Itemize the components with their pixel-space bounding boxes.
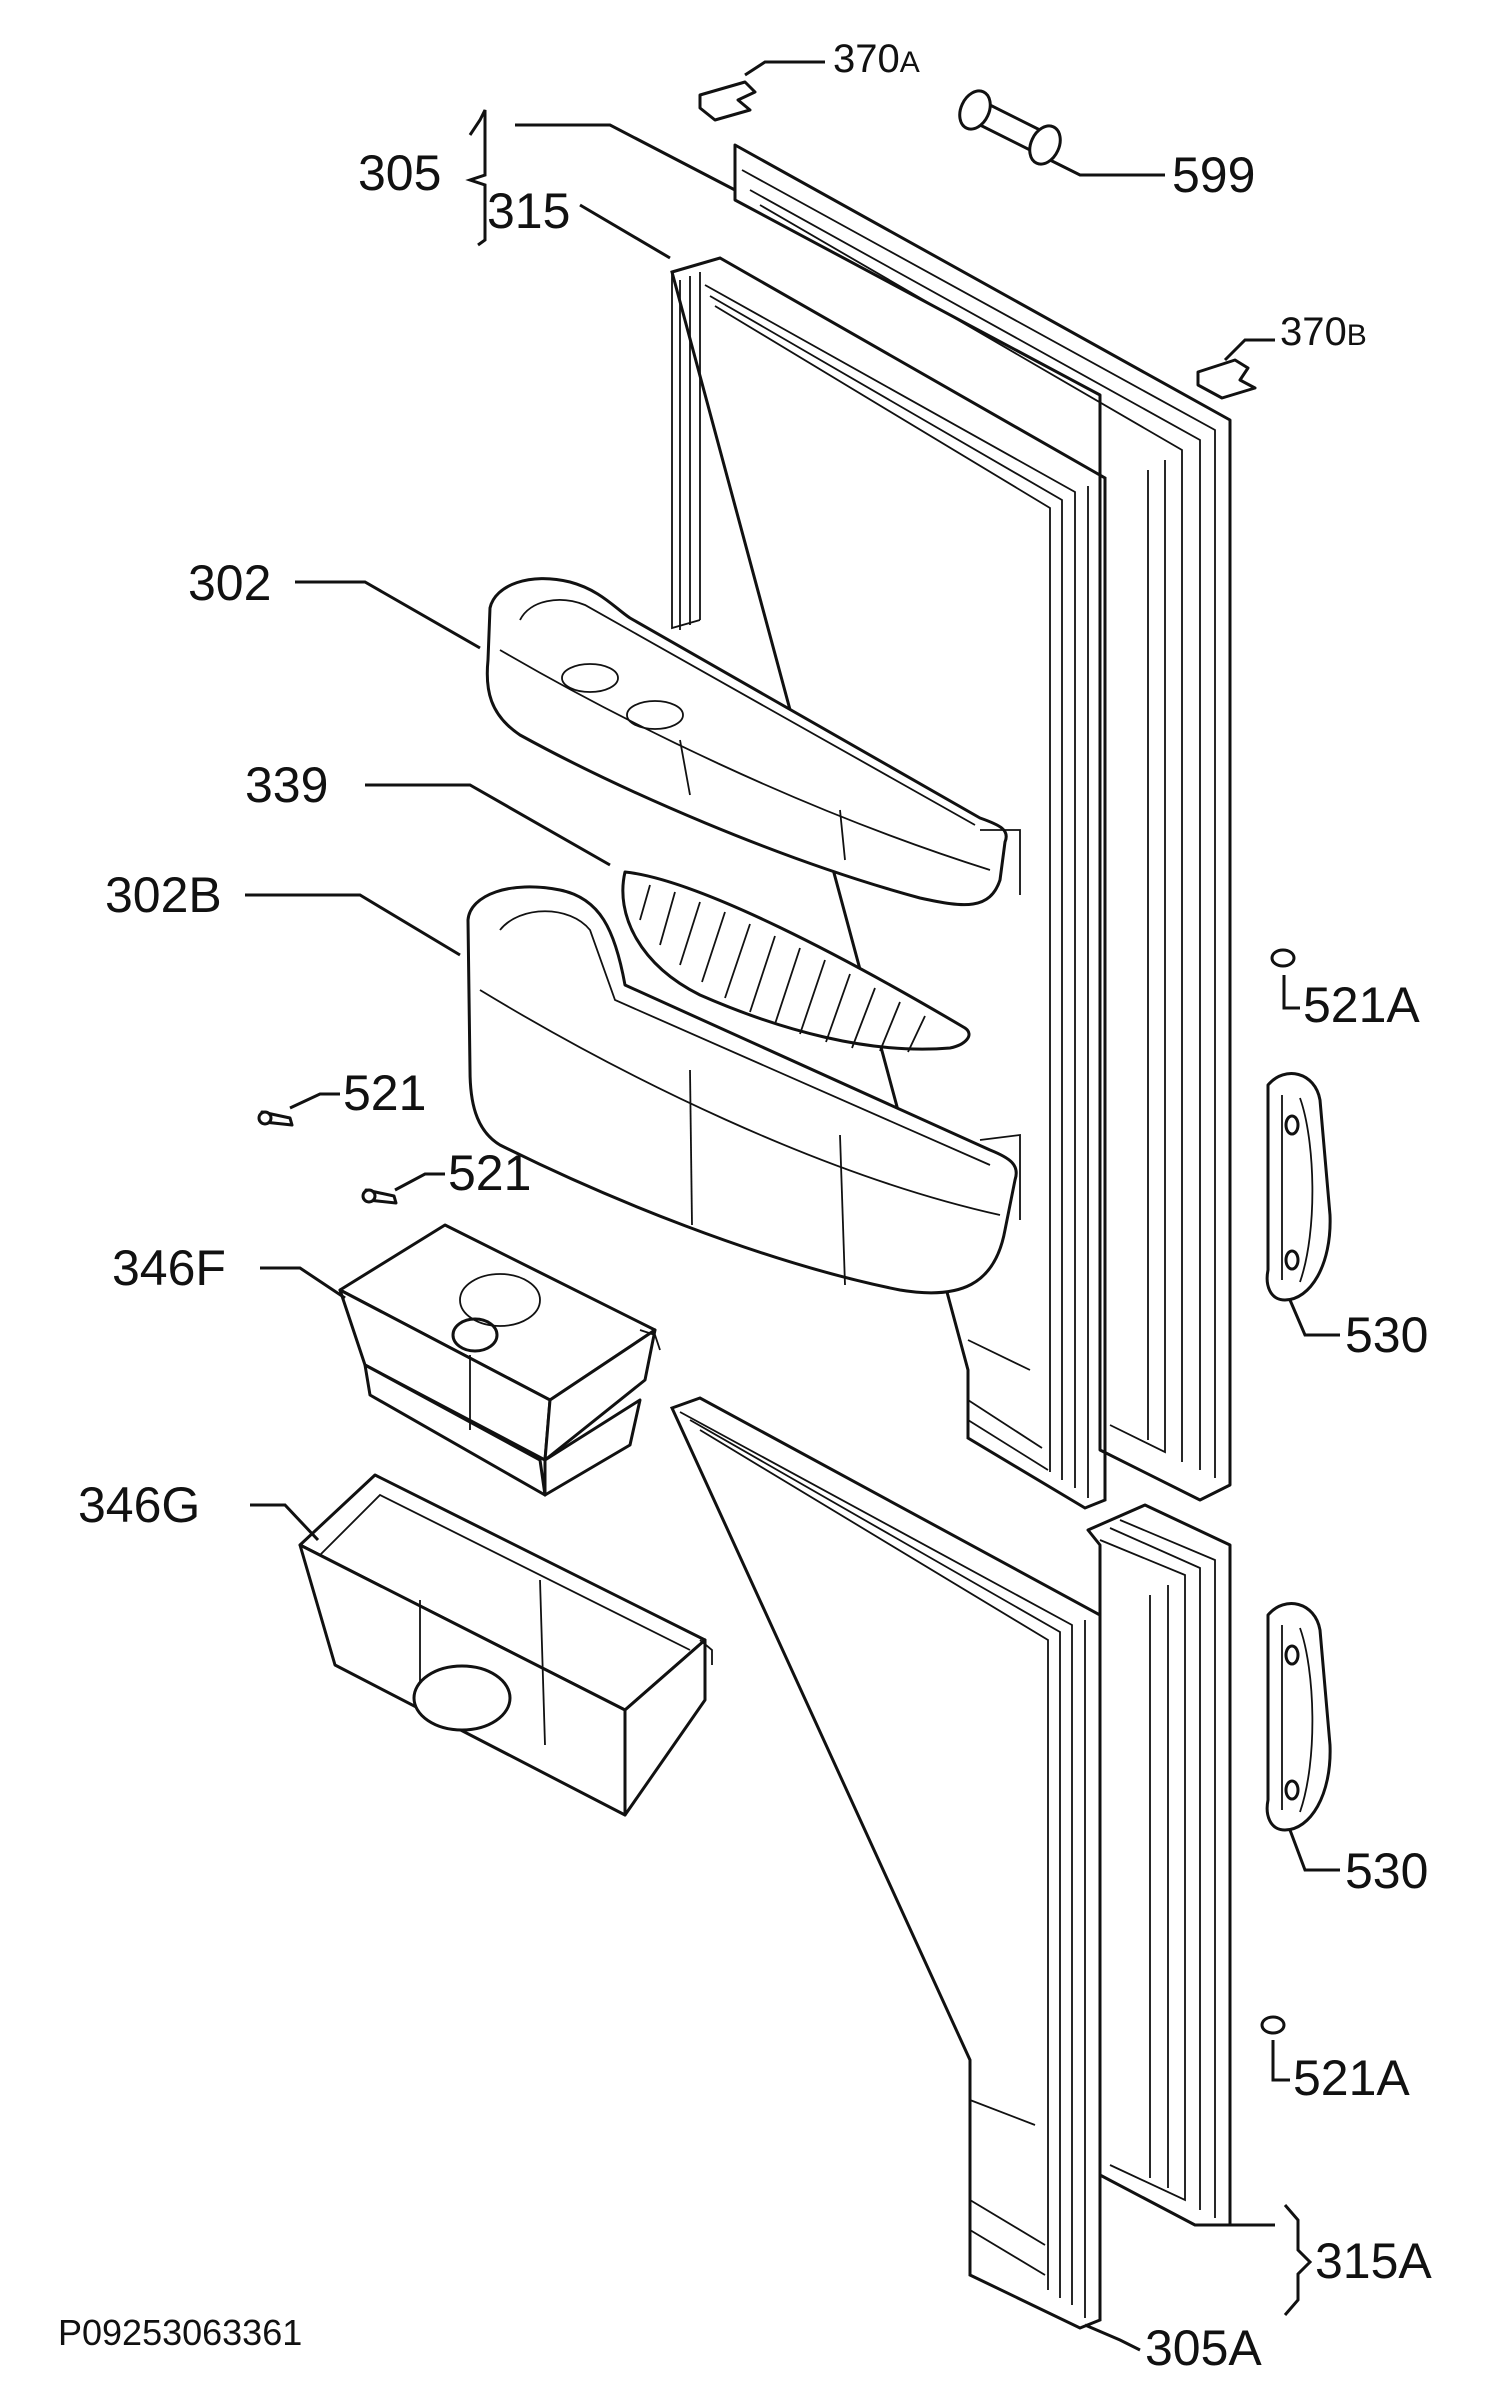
upper-door-gasket [670,256,1107,1510]
label-305a: 305A [1145,2320,1262,2376]
label-302: 302 [188,555,271,611]
label-370a: 370A [833,37,920,81]
label-521-second: 521 [448,1145,531,1201]
door-handle-530-bottom [1265,1602,1332,1832]
label-346g: 346G [78,1477,200,1533]
part-labels: 305 315 370A 599 370B 302 339 302B 521A … [78,37,1432,2376]
label-530-top: 530 [1345,1307,1428,1363]
drawing-code: P09253063361 [58,2312,302,2353]
label-370a-suffix: A [900,46,920,79]
door-shelf-302b [466,885,1021,1295]
label-530-bottom: 530 [1345,1843,1428,1899]
screw-521-a [257,1110,294,1127]
label-521a-top: 521A [1303,977,1420,1033]
label-370b: 370B [1280,310,1367,354]
label-370a-number: 370 [833,37,900,81]
door-shelf-302 [485,577,1021,907]
lower-door-gasket [669,1396,1102,2330]
lower-door-panel [1086,1503,1232,2227]
label-521a-bottom: 521A [1293,2050,1410,2106]
shelf-insert-339 [621,870,971,1053]
label-370b-number: 370 [1280,310,1347,354]
pin-599 [958,89,1062,166]
label-370b-suffix: B [1347,319,1367,352]
label-599: 599 [1172,147,1255,203]
label-521-first: 521 [343,1065,426,1121]
label-315a: 315A [1315,2233,1432,2289]
label-305: 305 [358,145,441,201]
dairy-compartment-346f [338,1223,661,1497]
screw-521-b [361,1188,398,1205]
label-346f: 346F [112,1240,226,1296]
door-bin-346g [298,1473,713,1817]
door-handle-530-top [1265,1072,1332,1302]
label-302b: 302B [105,867,222,923]
label-339: 339 [245,757,328,813]
cover-cap-521a-top [1270,948,1296,968]
label-315: 315 [487,183,570,239]
hinge-cover-370a [698,80,757,122]
hinge-cover-370b [1196,358,1257,400]
leader-lines [245,60,1340,2352]
cover-cap-521a-bottom [1260,2015,1286,2035]
